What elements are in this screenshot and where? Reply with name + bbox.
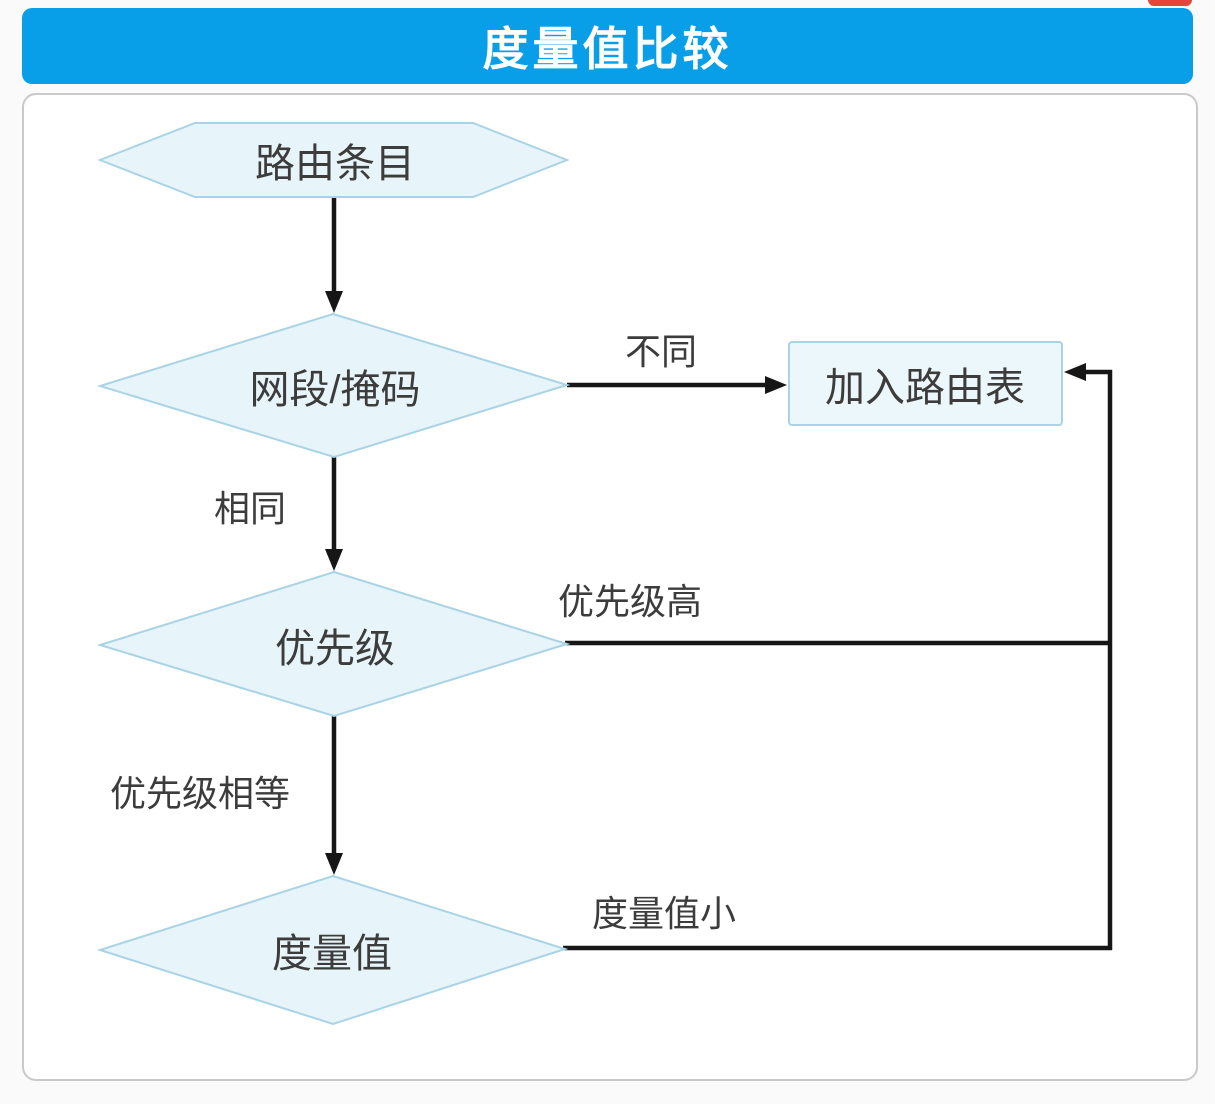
node-label-network-mask: 网段/掩码: [249, 368, 421, 412]
node-label-add-routing-table: 加入路由表: [825, 366, 1025, 410]
edge-label-priority-equal: 优先级相等: [109, 773, 291, 814]
arrowhead-down-network-mask: [325, 291, 343, 313]
red-fragment: [1148, 0, 1192, 6]
node-label-route-entry: 路由条目: [255, 142, 415, 186]
edge-label-priority-high: 优先级高: [557, 581, 703, 622]
node-priority: [96, 570, 571, 718]
node-label-priority: 优先级: [275, 627, 395, 671]
edge-label-same: 相同: [213, 488, 287, 529]
page-title: 度量值比较: [482, 23, 733, 75]
node-metric: [96, 874, 569, 1026]
node-label-metric: 度量值: [272, 932, 392, 976]
node-route-entry: [97, 122, 570, 198]
edge-label-different: 不同: [624, 331, 698, 372]
edge-label-metric-small: 度量值小: [591, 893, 737, 934]
arrowhead-down-metric: [325, 853, 343, 875]
title-bar: 度量值比较: [22, 8, 1193, 84]
arrowhead-down-priority: [325, 549, 343, 571]
arrowhead-left-add-routing-table: [1064, 363, 1086, 381]
edge-return-line: [1084, 369, 1113, 950]
node-add-routing-table: [788, 341, 1063, 426]
node-network-mask: [96, 312, 571, 459]
arrowhead-right-add-routing-table: [765, 376, 787, 394]
